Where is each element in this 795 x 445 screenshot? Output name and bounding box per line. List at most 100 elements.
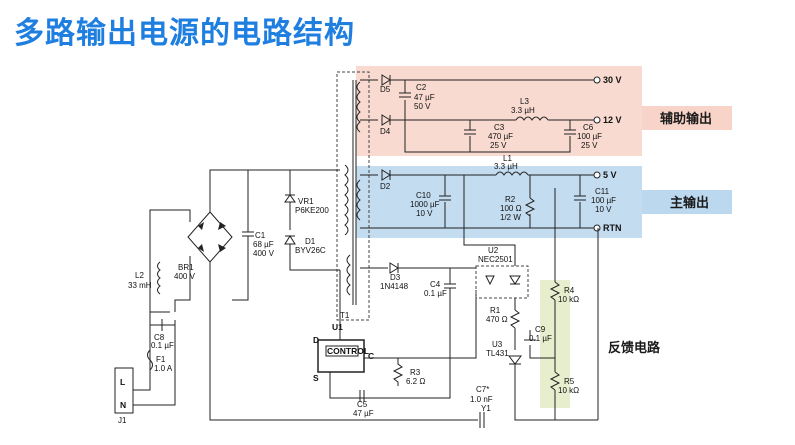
c2-value: 47 µF — [414, 93, 435, 102]
l1-name: L1 — [503, 154, 512, 163]
u1-control-block — [325, 345, 359, 357]
c3-value: 470 µF — [488, 132, 513, 141]
c6-value: 100 µF — [577, 132, 602, 141]
transformer-secondary-1 — [356, 81, 361, 133]
output-12v: 12 V — [603, 115, 622, 125]
u2-name: U2 — [488, 246, 499, 255]
u1-pin-d: D — [313, 335, 319, 345]
r5-value: 10 kΩ — [558, 386, 579, 395]
j1-label: J1 — [118, 416, 127, 425]
d4-label: D4 — [380, 127, 391, 136]
f1-value: 1.0 A — [154, 364, 173, 373]
r4-name: R4 — [564, 286, 575, 295]
u2-value: NEC2501 — [478, 255, 513, 264]
r5-resistor — [549, 371, 561, 391]
transformer-box — [336, 71, 370, 321]
c11-value: 100 µF — [591, 196, 616, 205]
wire-source — [329, 372, 380, 399]
u1-label: U1 — [332, 322, 343, 332]
u1-pin-c: C — [368, 351, 374, 361]
vr1-name: VR1 — [298, 197, 314, 206]
d1-diode — [284, 235, 296, 245]
d5-diode — [381, 74, 391, 86]
output-30v: 30 V — [603, 75, 622, 85]
output-5v: 5 V — [603, 170, 617, 180]
f1-name: F1 — [156, 355, 166, 364]
c11-name: C11 — [595, 187, 610, 196]
wire-dc-plus — [209, 169, 340, 212]
aux-output-label: 辅助输出 — [660, 111, 712, 127]
c1-voltage: 400 V — [253, 249, 275, 258]
r3-name: R3 — [410, 368, 421, 377]
wire-c9-ref — [529, 345, 555, 359]
r2-resistor — [524, 197, 536, 217]
r2-power: 1/2 W — [500, 213, 521, 222]
transformer-bias — [346, 254, 351, 296]
j1-pin-n: N — [120, 400, 126, 410]
terminal-12v — [593, 116, 601, 124]
c2-name: C2 — [416, 83, 427, 92]
wire-aux-return — [404, 100, 571, 153]
c6-voltage: 25 V — [581, 141, 598, 150]
r1-name: R1 — [490, 306, 501, 315]
aux-label-box — [642, 106, 732, 130]
d1-value: BYV26C — [295, 246, 326, 255]
u1-control-label: CONTROL — [327, 346, 369, 356]
c4-value: 0.1 µF — [424, 289, 447, 298]
u3-name: U3 — [492, 340, 503, 349]
connector-j1 — [114, 367, 134, 414]
clamp-wire-bottom — [289, 244, 340, 271]
l2-name: L2 — [135, 271, 144, 280]
main-label-box — [642, 190, 732, 214]
c3-name: C3 — [494, 123, 505, 132]
br1-diode-d — [218, 244, 226, 252]
br1-diode-a — [198, 222, 204, 230]
feedback-label: 反馈电路 — [608, 340, 661, 356]
br1-value: 400 V — [174, 272, 196, 281]
c7-class: Y1 — [481, 404, 491, 413]
u2-transistor — [485, 275, 495, 286]
r4-resistor — [549, 281, 561, 301]
c7-value: 1.0 nF — [470, 395, 493, 404]
r1-resistor — [509, 309, 521, 329]
c6-name: C6 — [583, 123, 594, 132]
d4-diode — [381, 114, 391, 126]
main-output-label: 主输出 — [670, 195, 709, 211]
transformer-secondary-2 — [356, 179, 361, 221]
j1-pin-l: L — [120, 377, 125, 387]
c7-name: C7* — [476, 385, 489, 394]
c4-name: C4 — [430, 280, 441, 289]
wire-dc-minus — [209, 262, 320, 421]
output-rtn: RTN — [603, 223, 622, 233]
terminal-30v — [593, 76, 601, 84]
br1-diode-b — [218, 222, 226, 230]
d3-value: 1N4148 — [380, 282, 409, 291]
wire-c4-return — [380, 288, 451, 399]
c2-voltage: 50 V — [414, 102, 431, 111]
c3-voltage: 25 V — [490, 141, 507, 150]
c1-value: 68 µF — [253, 240, 274, 249]
c10-voltage: 10 V — [416, 209, 433, 218]
terminal-rtn — [593, 224, 601, 232]
r2-value: 100 Ω — [500, 204, 522, 213]
d3-name: D3 — [390, 273, 401, 282]
d2-diode — [381, 169, 391, 181]
r1-value: 470 Ω — [486, 315, 508, 324]
d2-label: D2 — [380, 182, 391, 191]
d3-diode — [389, 262, 399, 274]
d1-name: D1 — [305, 237, 316, 246]
c5-value: 47 µF — [353, 409, 374, 418]
u1-pin-s: S — [313, 373, 319, 383]
c9-name: C9 — [535, 325, 546, 334]
c10-name: C10 — [416, 191, 431, 200]
br1-diode-c — [198, 244, 204, 252]
u2-led — [509, 275, 521, 285]
wire-l2-bottom — [174, 256, 191, 312]
u2-optocoupler — [475, 265, 529, 299]
r3-resistor — [392, 358, 404, 386]
l2-value: 33 mH — [128, 281, 152, 290]
vr1-value: P6KE200 — [295, 206, 329, 215]
c1-return — [232, 236, 249, 301]
c5-name: C5 — [357, 400, 368, 409]
